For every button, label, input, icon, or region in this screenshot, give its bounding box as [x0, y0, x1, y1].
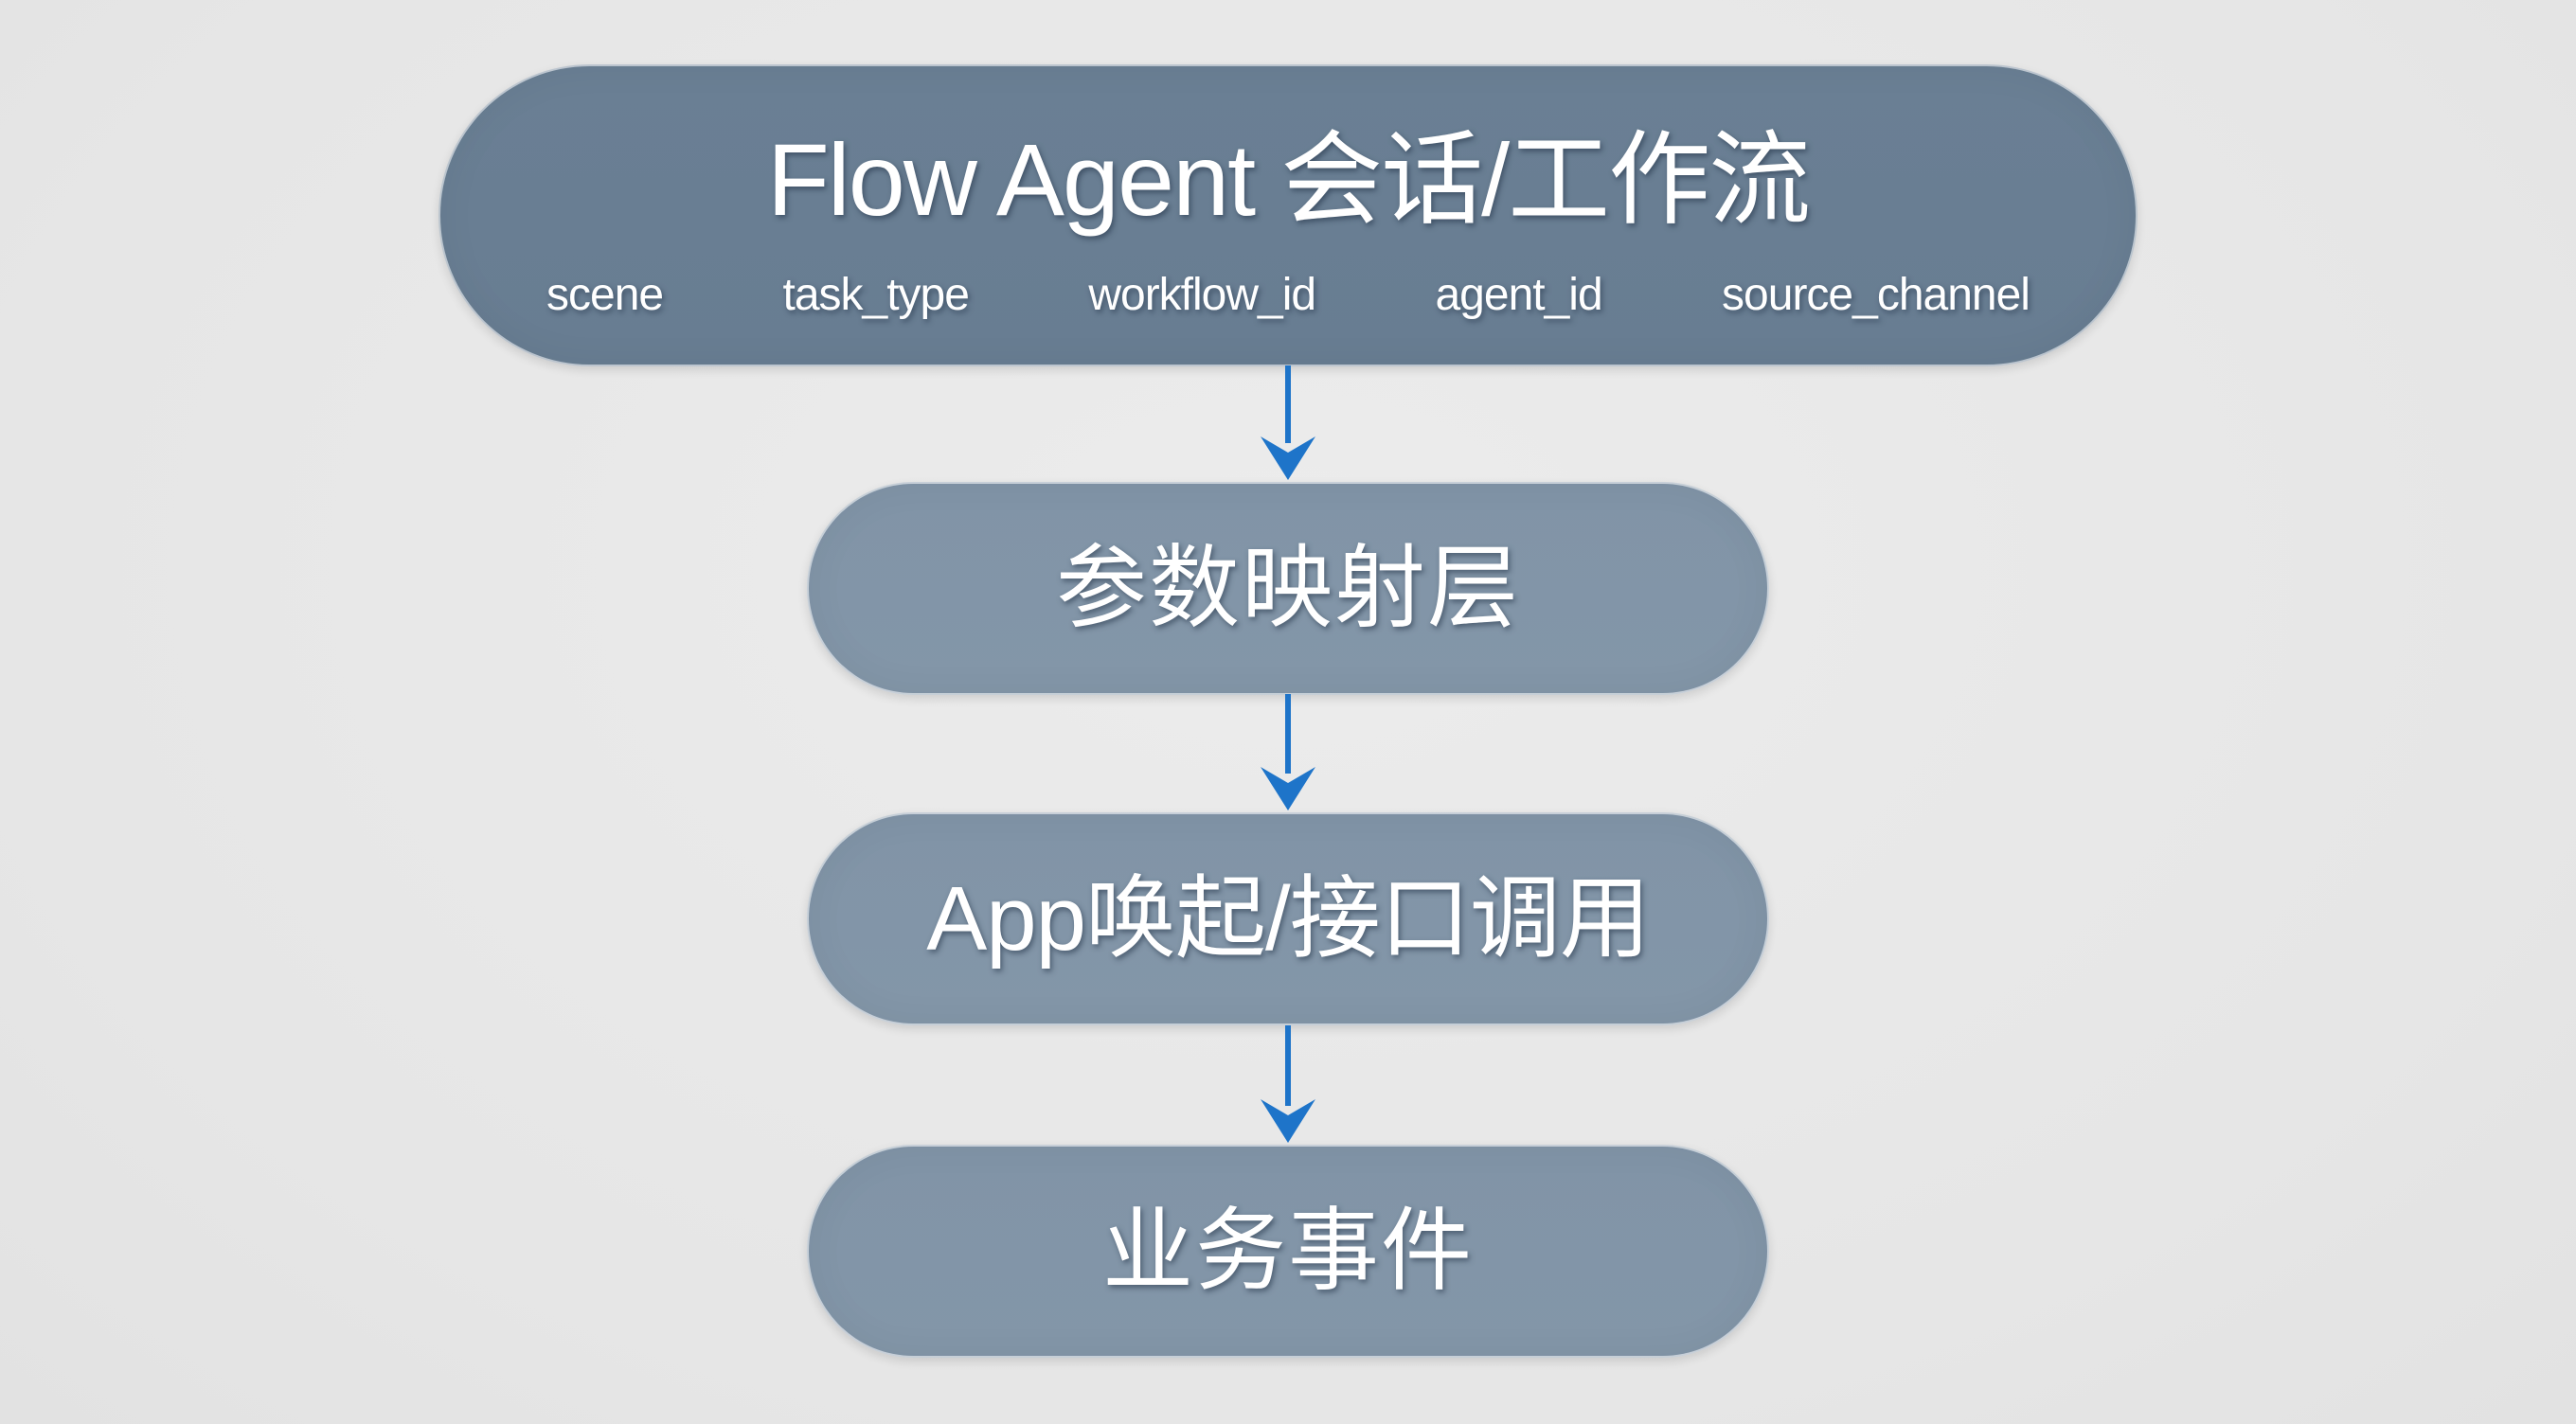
arrow-down-icon	[1261, 365, 1315, 480]
arrow-down-icon	[1261, 694, 1315, 810]
node-business-event-label: 业务事件	[1102, 1200, 1474, 1302]
node-param-mapping-label: 参数映射层	[1056, 537, 1520, 639]
edge-arrow-3	[1260, 1025, 1316, 1144]
field-source-channel: source_channel	[1722, 270, 2030, 320]
field-scene: scene	[546, 270, 664, 320]
node-param-mapping: 参数映射层	[807, 482, 1769, 695]
node-flow-agent: Flow Agent 会话/工作流 scene task_type workfl…	[438, 64, 2138, 366]
edge-arrow-2	[1260, 694, 1316, 811]
node-business-event: 业务事件	[807, 1145, 1769, 1358]
arrow-down-icon	[1261, 1025, 1315, 1143]
node-app-invoke: App唤起/接口调用	[807, 812, 1769, 1025]
field-workflow-id: workflow_id	[1088, 270, 1316, 320]
node-flow-agent-fields: scene task_type workflow_id agent_id sou…	[546, 269, 2030, 321]
node-app-invoke-label: App唤起/接口调用	[926, 867, 1650, 970]
node-flow-agent-title: Flow Agent 会话/工作流	[766, 122, 1811, 237]
edge-arrow-1	[1260, 365, 1316, 481]
field-task-type: task_type	[782, 270, 969, 320]
field-agent-id: agent_id	[1435, 270, 1602, 320]
